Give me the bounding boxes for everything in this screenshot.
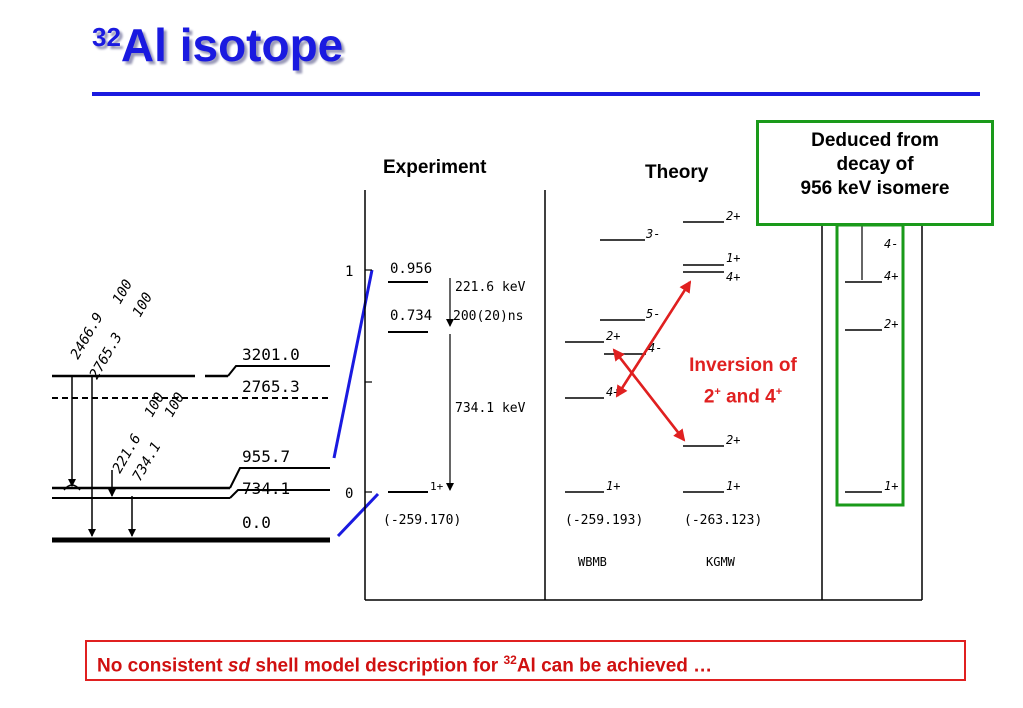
deduced-spin-2plus: 2+ bbox=[884, 317, 898, 331]
wbmb-label: WBMB bbox=[578, 555, 607, 569]
deduced-callout-line2: decay of bbox=[836, 154, 914, 175]
exp-binding: (-259.170) bbox=[383, 513, 461, 528]
gamma-int-221: 100 bbox=[142, 390, 169, 420]
wbmb-spin-4minus: 4- bbox=[648, 341, 662, 355]
gamma-int-2765: 100 bbox=[130, 290, 157, 320]
deduced-spin-4plus: 4+ bbox=[884, 269, 898, 283]
title-text: Al isotope bbox=[120, 19, 344, 71]
inversion-label-line1: Inversion of bbox=[689, 355, 797, 376]
axis-tick-0: 0 bbox=[345, 486, 353, 502]
deduced-callout-line3: 956 keV isomere bbox=[800, 178, 950, 199]
kgmw-spin-4plus: 4+ bbox=[726, 270, 740, 284]
deduced-spin-1plus: 1+ bbox=[884, 479, 898, 493]
wbmb-spin-1plus: 1+ bbox=[606, 479, 620, 493]
title-superscript: 32 bbox=[92, 22, 121, 52]
level-label-3201: 3201.0 bbox=[242, 345, 300, 364]
kgmw-spin-1plus: 1+ bbox=[726, 479, 740, 493]
kgmw-label: KGMW bbox=[706, 555, 736, 569]
kgmw-spin-2plus-high: 2+ bbox=[726, 209, 740, 223]
exp-ground-spin: 1+ bbox=[430, 480, 444, 493]
left-level-scheme: 3201.0 2765.3 955.7 734.1 0.0 2466.9 100… bbox=[52, 277, 330, 543]
axis-tick-1: 1 bbox=[345, 264, 353, 280]
level-label-ground: 0.0 bbox=[242, 513, 271, 532]
wbmb-binding: (-259.193) bbox=[565, 513, 643, 528]
zoom-line-top bbox=[332, 269, 374, 459]
exp-transition-221: 221.6 keV bbox=[455, 280, 526, 295]
theory-header: Theory bbox=[645, 162, 709, 183]
exp-level-label-0734: 0.734 bbox=[390, 308, 432, 324]
gamma-int-734: 100 bbox=[162, 390, 189, 420]
level-label-955: 955.7 bbox=[242, 447, 290, 466]
inversion-label: Inversion of 2+ and 4+ bbox=[668, 353, 818, 410]
exp-transition-734: 734.1 keV bbox=[455, 401, 526, 416]
exp-halflife: 200(20)ns bbox=[453, 309, 523, 324]
level-label-734: 734.1 bbox=[242, 479, 290, 498]
kgmw-spin-2plus: 2+ bbox=[726, 433, 740, 447]
wbmb-spin-2plus: 2+ bbox=[606, 329, 620, 343]
wbmb-spin-3minus: 3- bbox=[645, 227, 660, 241]
theory-comparison-figure: 1 0 Experiment Theory 0.956 0.734 1+ (-2… bbox=[345, 157, 923, 601]
wbmb-spin-5minus: 5- bbox=[646, 307, 660, 321]
title-underline bbox=[92, 92, 980, 96]
kgmw-binding: (-263.123) bbox=[684, 513, 762, 528]
deduced-spin-4minus: 4- bbox=[884, 237, 898, 251]
zoom-line-bottom bbox=[336, 492, 380, 538]
kgmw-spin-1plus-high: 1+ bbox=[726, 251, 740, 265]
level-label-2765: 2765.3 bbox=[242, 377, 300, 396]
page-title: 32Al isotope bbox=[92, 18, 343, 72]
deduced-callout-line1: Deduced from bbox=[811, 130, 939, 151]
inversion-arrows bbox=[612, 280, 692, 442]
experiment-header: Experiment bbox=[383, 157, 487, 178]
conclusion-box: No consistent sd shell model description… bbox=[85, 640, 966, 681]
exp-level-label-0956: 0.956 bbox=[390, 261, 432, 277]
gamma-int-2466: 100 bbox=[110, 277, 137, 307]
deduced-levels-frame bbox=[835, 223, 905, 507]
deduced-callout: Deduced from decay of 956 keV isomere bbox=[756, 120, 994, 226]
inversion-label-line2: 2+ and 4+ bbox=[703, 386, 783, 408]
